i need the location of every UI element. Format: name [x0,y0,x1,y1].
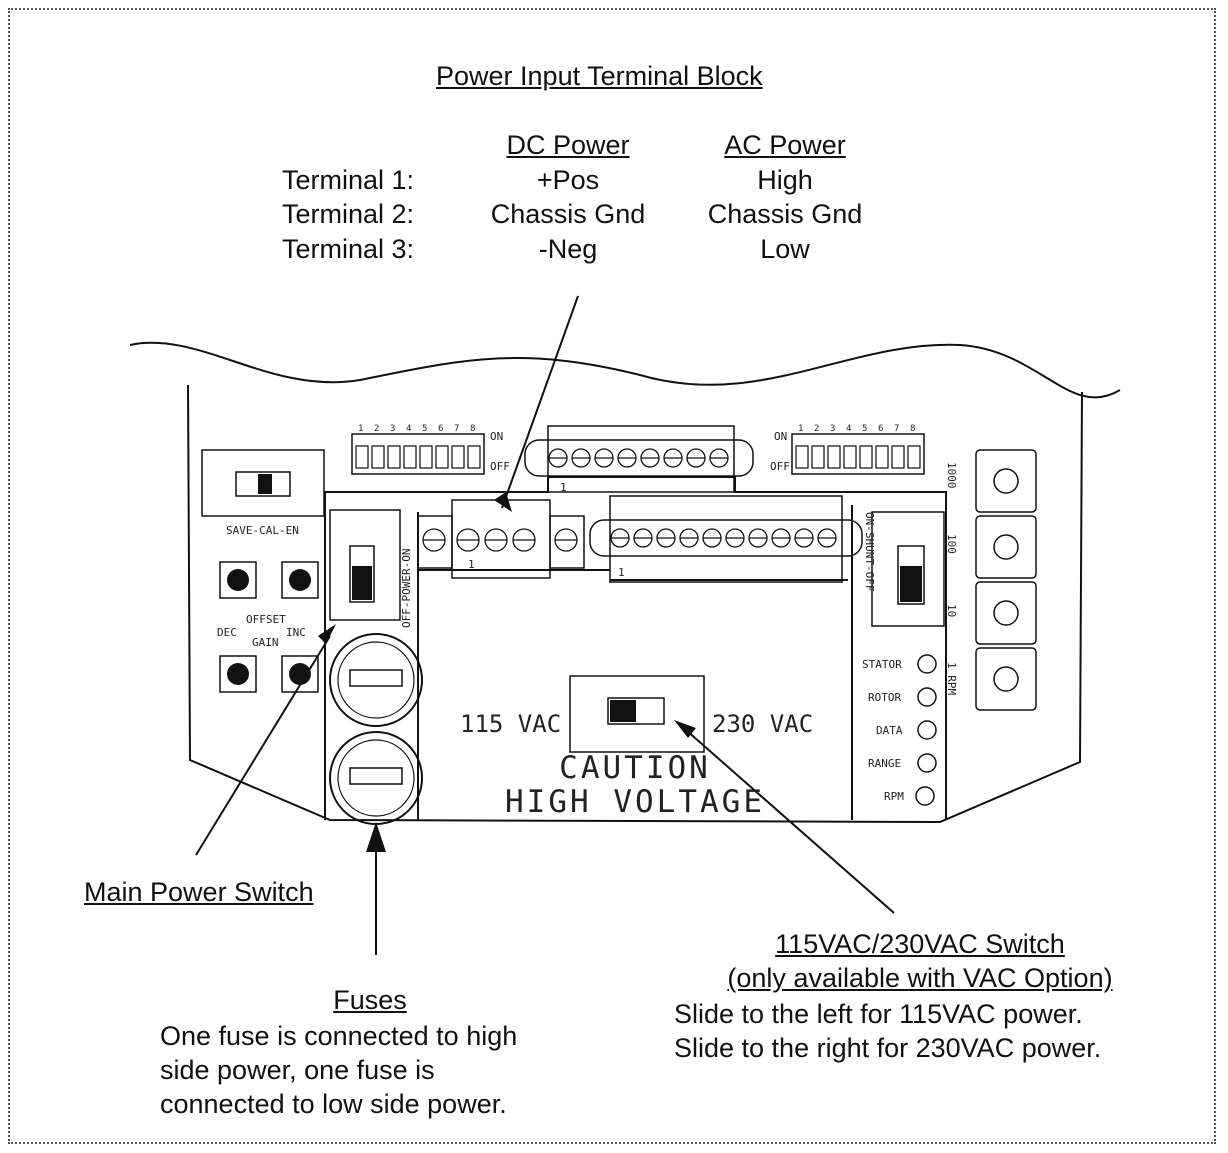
dip-number: 7 [894,424,900,434]
dip-number: 6 [438,424,444,434]
terminal-2-label: Terminal 2: [282,199,415,229]
terminal-3-label: Terminal 3: [282,234,415,264]
dip-number: 3 [390,424,396,434]
dip-off-right: OFF [770,460,790,473]
fuses-text-line2: side power, one fuse is [160,1055,435,1085]
terminal-3-ac: Low [760,234,810,264]
dip-toggle-left [451,445,465,469]
vac-switch-callout-line1: Slide to the left for 115VAC power. [674,999,1083,1029]
dip-toggle-left [403,445,417,469]
caution-label: CAUTION [559,750,711,786]
top-terminal-block [547,425,735,493]
dip-number: 8 [910,424,916,434]
led-rotor-label: ROTOR [868,691,902,704]
status-leds [915,654,937,806]
dip-toggle-right [875,445,889,469]
dial-100-label: 100 [945,534,958,554]
terminal-1-label: Terminal 1: [282,165,415,195]
dip-toggle-right [827,445,841,469]
vac-switch-callout-title: 115VAC/230VAC Switch [775,929,1065,959]
dip-toggle-left [435,445,449,469]
led-data-label: DATA [876,724,903,737]
dip-number: 1 [358,424,364,434]
dial-1000-label: 1000 [945,462,958,489]
dip-toggle-right [859,445,873,469]
dip-toggle-left [387,445,401,469]
shunt-switch-label: ON-SHUNT-OFF [863,512,876,592]
dip-toggle-left [467,445,481,469]
board-outline [187,384,1083,824]
inner-panel [324,476,947,820]
middle-terminal-pin1: 1 [618,566,625,579]
fuse-holders [329,633,423,825]
push-buttons [219,561,319,693]
vac-selector-switch [569,675,705,753]
gain-label: GAIN [252,636,279,649]
terminal-2-dc: Chassis Gnd [490,199,646,229]
dip-toggle-right [795,445,809,469]
power-switch [329,509,401,621]
offset-label: OFFSET [246,613,286,626]
led-rpm-label: RPM [884,790,904,803]
fuses-title: Fuses [333,985,407,1015]
dip-number: 8 [470,424,476,434]
dip-number: 5 [422,424,428,434]
top-terminal-pin1: 1 [560,481,567,494]
dial-10-label: 10 [945,604,958,618]
terminal-2-ac: Chassis Gnd [707,199,863,229]
dip-toggle-left [371,445,385,469]
dip-number: 2 [374,424,380,434]
dip-toggle-right [891,445,905,469]
vac-115-label: 115 VAC [460,710,562,738]
save-cal-en-label: SAVE-CAL-EN [226,524,299,537]
dip-toggle-right [811,445,825,469]
dip-number: 4 [846,424,852,434]
dip-on-right: ON [774,430,788,443]
fuses-text-line1: One fuse is connected to high [160,1021,518,1051]
vac-230-label: 230 VAC [712,710,814,738]
dip-number: 5 [862,424,868,434]
power-terminal-pin1: 1 [468,558,475,571]
dip-toggle-right [843,445,857,469]
dip-number: 4 [406,424,412,434]
dip-toggle-right [907,445,921,469]
shunt-switch [871,511,945,627]
dip-toggle-left [419,445,433,469]
fuses-text-line3: connected to low side power. [160,1089,507,1119]
led-stator-label: STATOR [862,658,902,671]
led-range-label: RANGE [868,757,902,770]
terminal-3-dc: -Neg [538,234,598,264]
rotary-dials [975,449,1037,711]
vac-switch-callout-line2: Slide to the right for 230VAC power. [674,1033,1102,1063]
dial-1-rpm-label: 1 RPM [945,662,958,696]
dec-label: DEC [217,626,237,639]
dc-power-header: DC Power [506,130,630,160]
main-power-switch-callout: Main Power Switch [84,877,314,907]
dip-number: 7 [454,424,460,434]
ac-power-header: AC Power [724,130,846,160]
dip-switch-right [791,433,925,475]
save-cal-switch [201,449,325,517]
page-border [8,8,1216,1144]
dip-toggle-left [355,445,369,469]
middle-terminal-block [609,495,843,583]
high-voltage-label: HIGH VOLTAGE [505,784,765,820]
dip-number: 2 [814,424,820,434]
power-switch-label: OFF-POWER-ON [400,548,413,628]
terminal-1-dc: +Pos [536,165,600,195]
diagram-title: Power Input Terminal Block [436,61,763,91]
inc-label: INC [286,626,306,639]
dip-on-left: ON [490,430,504,443]
terminal-1-ac: High [757,165,813,195]
dip-number: 3 [830,424,836,434]
dip-off-left: OFF [490,460,510,473]
vac-switch-callout-subtitle: (only available with VAC Option) [727,963,1113,993]
dip-number: 1 [798,424,804,434]
board-wavy-edge [129,341,1121,399]
dip-number: 6 [878,424,884,434]
dip-switch-left [351,433,485,475]
